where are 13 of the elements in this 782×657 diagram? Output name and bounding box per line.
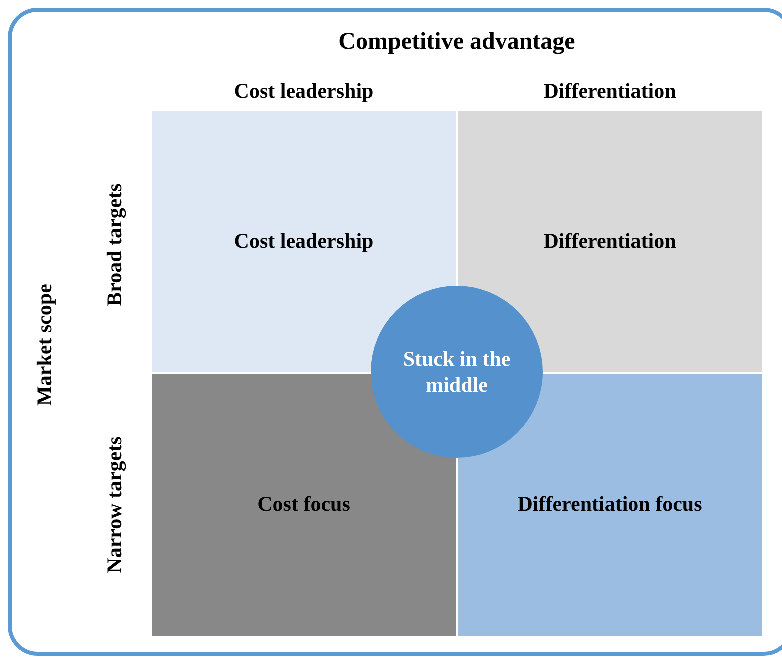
column-header: Cost leadership (233, 78, 375, 105)
axis-label: Market scope (31, 284, 58, 406)
axis-label: Broad targets (101, 184, 128, 306)
node-label: Cost focus (258, 491, 350, 518)
node-label: Cost leadership (234, 228, 374, 255)
title: Competitive advantage (338, 28, 576, 57)
node-label: Differentiation (544, 228, 676, 255)
column-header: Differentiation (542, 78, 678, 105)
axis-label: Narrow targets (101, 436, 128, 574)
node-label: Stuck in the middle (402, 346, 512, 398)
quadrant-box (152, 111, 456, 372)
node-label: Differentiation focus (518, 491, 702, 518)
quadrant-box (458, 111, 762, 372)
